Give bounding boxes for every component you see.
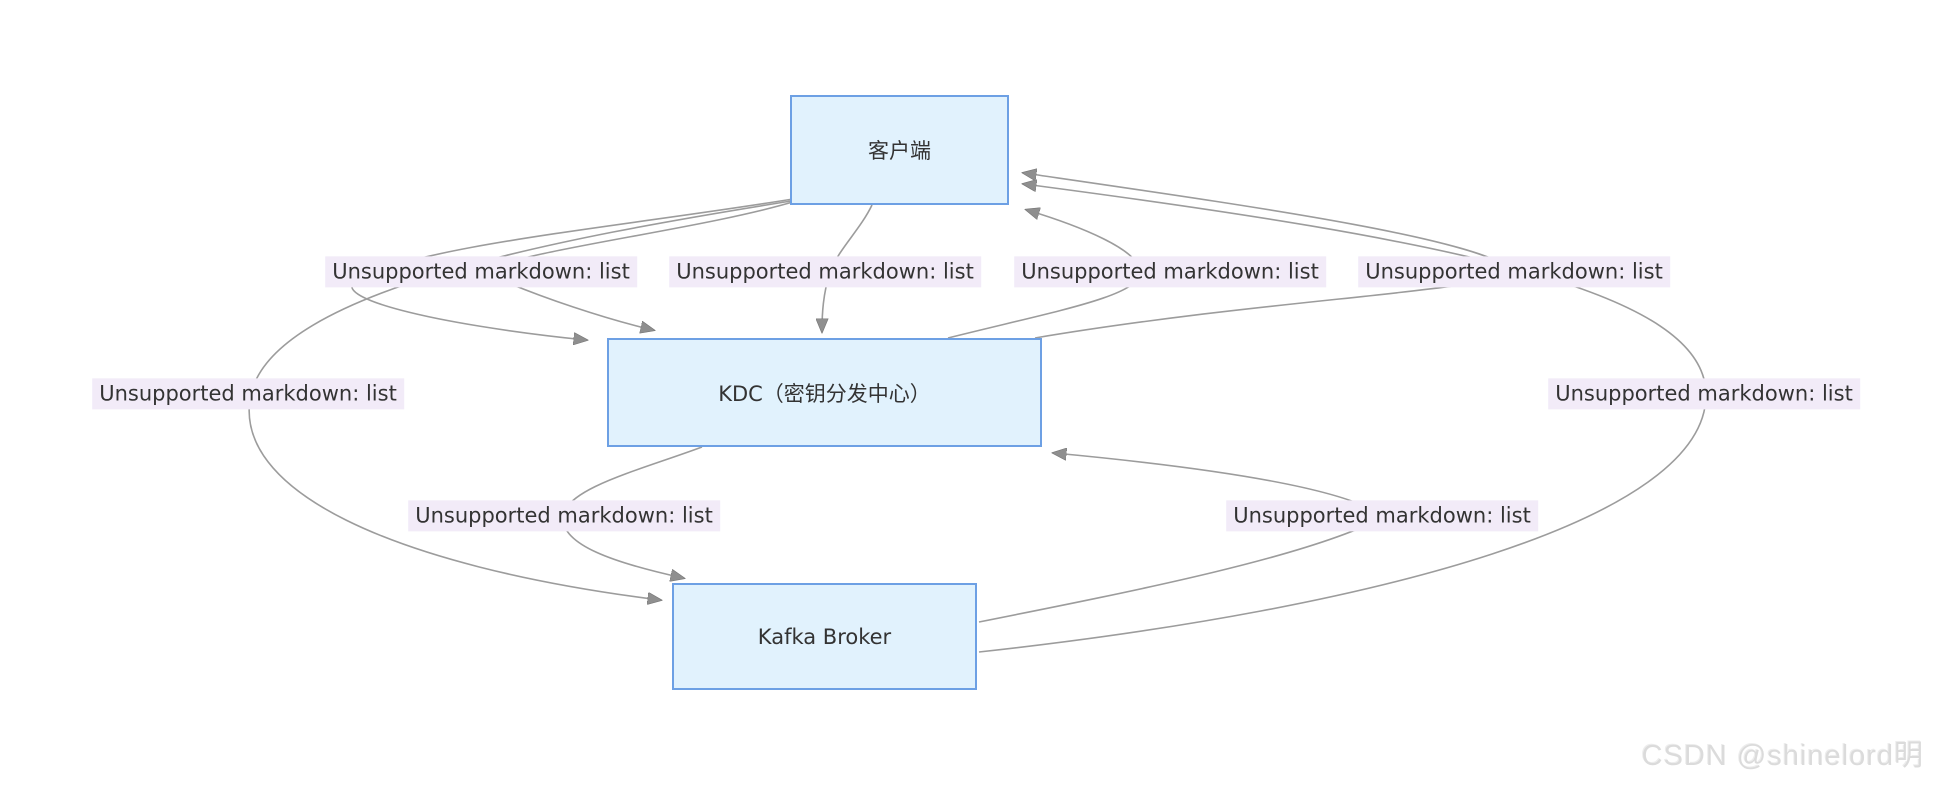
edge-broker-client <box>978 184 1707 653</box>
node-client: 客户端 <box>790 95 1009 205</box>
edge-label: Unsupported markdown: list <box>408 500 720 532</box>
node-kdc-label: KDC（密钥分发中心） <box>718 381 931 406</box>
node-broker: Kafka Broker <box>672 583 977 690</box>
node-kdc: KDC（密钥分发中心） <box>607 338 1042 447</box>
edge-label: Unsupported markdown: list <box>1014 256 1326 288</box>
edge-label: Unsupported markdown: list <box>92 378 404 410</box>
node-broker-label: Kafka Broker <box>757 624 892 649</box>
edge-broker-kdc <box>978 453 1386 623</box>
edge-label: Unsupported markdown: list <box>669 256 981 288</box>
edge-label: Unsupported markdown: list <box>1226 500 1538 532</box>
node-client-label: 客户端 <box>868 139 931 163</box>
csdn-watermark: CSDN @shinelord明 <box>1641 740 1924 772</box>
edge-label: Unsupported markdown: list <box>1548 378 1860 410</box>
edge-label: Unsupported markdown: list <box>325 256 637 288</box>
edge-label: Unsupported markdown: list <box>1358 256 1670 288</box>
